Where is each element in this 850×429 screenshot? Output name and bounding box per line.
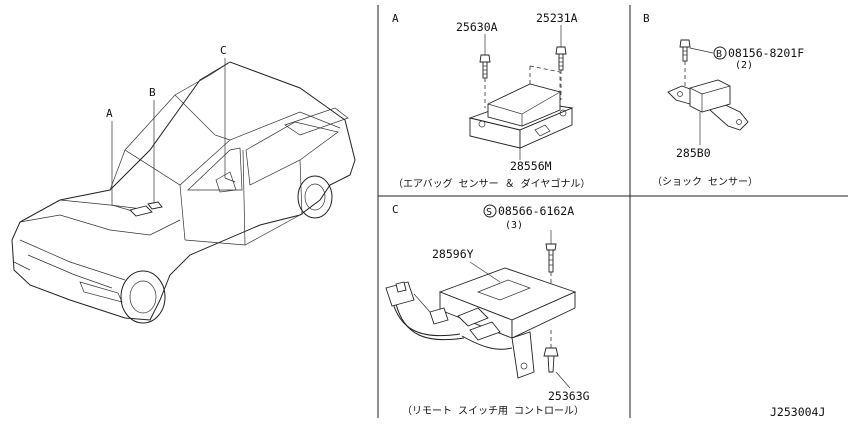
section-b-letter: B <box>643 12 650 25</box>
screw-symbol-s: S <box>486 207 492 218</box>
section-a-caption: （エアバッグ センサー ＆ ダイヤゴナル） <box>393 177 590 190</box>
clip-25363g <box>543 330 559 373</box>
section-a-letter: A <box>392 12 399 25</box>
part-25231a: 25231A <box>536 11 578 25</box>
screw-08566 <box>545 230 557 292</box>
section-c: C S 08566-6162A (3) <box>385 203 590 417</box>
bolt-qty-b: (2) <box>735 60 753 71</box>
section-b-caption: （ショック センサー） <box>652 176 758 188</box>
section-c-caption: （リモート スイッチ用 コントロール） <box>402 405 584 417</box>
part-28556m: 28556M <box>510 159 552 173</box>
callout-a: A <box>106 107 113 120</box>
vehicle-illustration <box>11 61 356 324</box>
airbag-sensor-28556m <box>468 65 574 149</box>
wiring-harness <box>385 281 513 350</box>
bolt-08156 <box>679 39 691 88</box>
remote-switch-control-28596y <box>438 267 577 379</box>
callout-c: C <box>220 44 227 57</box>
bolt-part-08156-8201f: 08156-8201F <box>728 46 804 60</box>
section-c-letter: C <box>392 203 399 216</box>
part-25363g: 25363G <box>548 389 590 403</box>
section-b: B B 08156-8201F (2) 285B0 （ショック センサー） <box>643 12 804 188</box>
screw-part-08566-6162a: 08566-6162A <box>498 204 574 218</box>
part-25630a: 25630A <box>456 20 498 34</box>
screw-qty-c: (3) <box>505 220 523 231</box>
panel-dividers <box>377 5 848 418</box>
section-a: A <box>392 11 590 190</box>
part-285b0: 285B0 <box>676 146 711 160</box>
shock-sensor-285b0 <box>667 79 749 131</box>
bolt-25231a <box>555 46 567 100</box>
bolt-25630a <box>479 54 491 108</box>
callout-b: B <box>149 86 156 99</box>
part-28596y: 28596Y <box>432 247 474 261</box>
bolt-symbol-b: B <box>716 49 722 60</box>
drawing-code: J253004J <box>770 405 825 419</box>
vehicle-callouts: A B C <box>106 44 236 212</box>
